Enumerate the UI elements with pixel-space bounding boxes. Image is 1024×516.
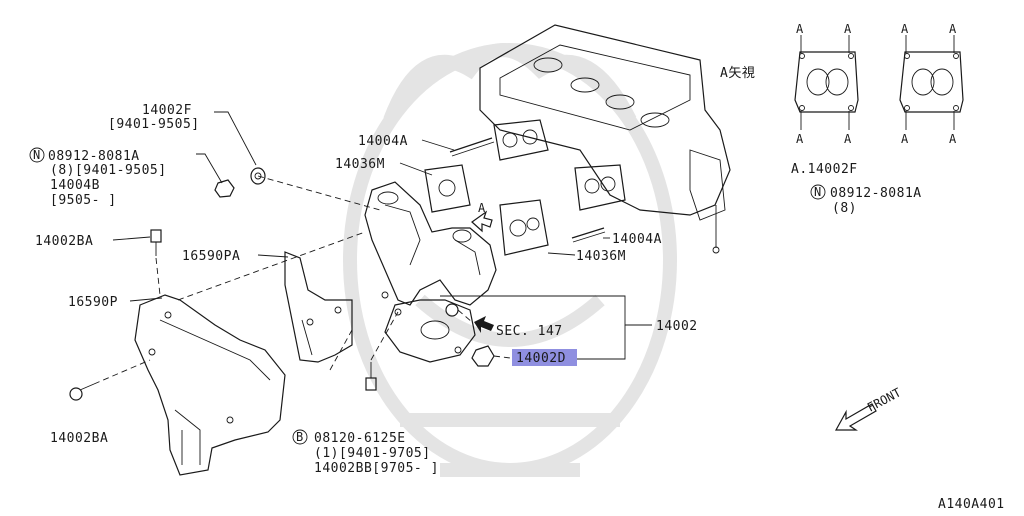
manifold-gasket-rear [574,164,626,211]
label-14002d[interactable]: 14002D [516,351,566,366]
circle-n-letter: N [33,148,40,162]
label-08912-qty: (8)[9401-9505] [50,163,167,178]
label-front: FRONT [865,385,903,414]
view-a-title: A矢視 [720,66,755,81]
circle-n-icon [29,147,45,163]
stud-14004a-right [571,227,606,243]
view-a-pin-label: A [796,22,804,36]
heat-insulator-16590pa [284,251,353,363]
label-14004a[interactable]: 14004A [612,232,662,247]
assembly-lines [93,175,511,385]
view-a-detail: A A A A A A A A [794,22,964,146]
view-a-gasket-left [794,35,859,130]
bolt-08120 [365,362,377,391]
manifold-gasket-upper [493,119,549,161]
label-14002f[interactable]: 14002F [142,103,192,118]
label-14002ba[interactable]: 14002BA [35,234,93,249]
view-a-pin-label: A [949,132,957,146]
label-14004b[interactable]: 14004B [50,178,100,193]
label-14036m[interactable]: 14036M [335,157,385,172]
nut-08912 [214,179,235,198]
washer-14002f [250,167,266,185]
bolt-14002ba-bottom [69,383,95,401]
front-arrow [834,403,877,431]
view-a-part[interactable]: 08912-8081A [830,186,922,201]
view-a-gasket-right [899,35,964,130]
label-08912[interactable]: 08912-8081A [48,149,140,164]
highlight-14002d [512,349,577,366]
view-a-arrow [471,210,493,233]
view-a-pin-label: A [844,22,852,36]
label-14002[interactable]: 14002 [656,319,698,334]
circle-b-letter: B [296,430,303,444]
bolt-14002ba-top [150,229,162,256]
watermark-emblem [343,43,677,477]
circle-b-icon [292,429,308,445]
stud-14004a-top [449,137,495,157]
label-14036m[interactable]: 14036M [576,249,626,264]
view-a-pin-label: A [901,22,909,36]
view-a-pin-label: A [796,132,804,146]
label-sec147[interactable]: SEC. 147 [496,324,563,339]
label-14002bb[interactable]: 14002BB[9705- ] [314,461,439,476]
label-view-a: A [478,201,486,215]
label-14004b-range: [9505- ] [50,193,117,208]
stud-sec147 [445,303,459,317]
circle-n-letter: N [814,185,821,199]
label-08120[interactable]: 08120-6125E [314,431,406,446]
view-a-caption: A.14002F [791,162,858,177]
manifold-gasket-right [499,199,549,256]
view-a-pin-label: A [901,132,909,146]
nut-14002d [471,345,495,367]
sec147-arrow [474,316,494,333]
label-14002ba[interactable]: 14002BA [50,431,108,446]
view-a-qty: (8) [832,201,857,216]
label-14004a[interactable]: 14004A [358,134,408,149]
label-16590p[interactable]: 16590P [68,295,118,310]
circle-n-icon [810,184,826,200]
diagram-code: A140A401 [938,497,1005,511]
view-a-pin-label: A [844,132,852,146]
engine-block [479,24,731,254]
part-labels: 14002F [9401-9505] 08912-8081A (8)[9401-… [35,66,1005,512]
label-14002f-range: [9401-9505] [108,117,200,132]
label-16590pa[interactable]: 16590PA [182,249,240,264]
label-08120-qty: (1)[9401-9705] [314,446,431,461]
view-a-pin-label: A [949,22,957,36]
manifold-gasket-middle [424,164,471,213]
heat-insulator-16590p [134,294,286,476]
leader-lines [112,111,652,360]
exhaust-manifold [364,181,497,363]
